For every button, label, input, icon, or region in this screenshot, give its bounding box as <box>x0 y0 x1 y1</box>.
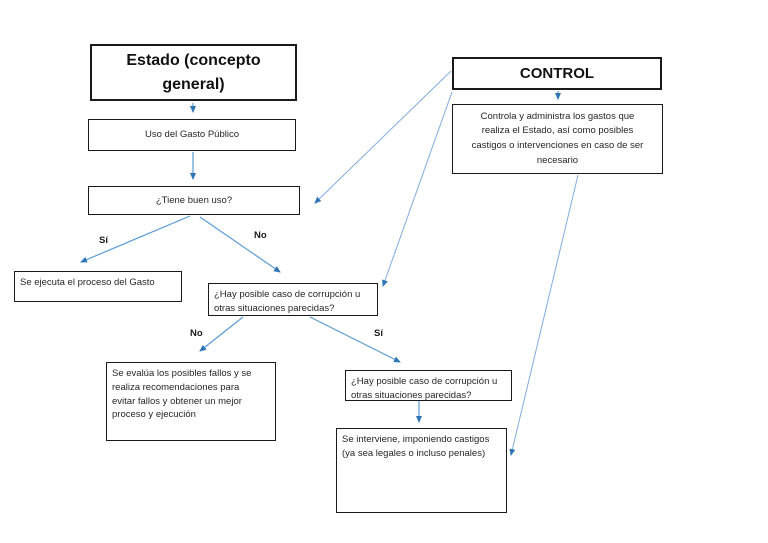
node-ejecuta-proceso: Se ejecuta el proceso del Gasto <box>14 271 182 302</box>
edge-label-si-hay1: Sí <box>374 328 383 339</box>
node-control-title: CONTROL <box>452 57 662 90</box>
node-tiene-buen-uso: ¿Tiene buen uso? <box>88 186 300 215</box>
arrow-control-to-tiene <box>314 70 452 204</box>
arrow-tiene-to-hay1 <box>199 216 281 273</box>
arrow-tiene-to-ejecuta <box>80 215 191 263</box>
arrow-desc-to-interviene <box>509 174 579 456</box>
node-hay-corrupcion-2: ¿Hay posible caso de corrupción u otras … <box>345 370 512 401</box>
edge-label-no-hay1: No <box>190 328 203 339</box>
arrow-hay1-to-evalua <box>199 316 244 352</box>
node-estado-title: Estado (concepto general) <box>90 44 297 101</box>
node-hay-corrupcion-1: ¿Hay posible caso de corrupción u otras … <box>208 283 378 316</box>
node-interviene-castigos: Se interviene, imponiendo castigos (ya s… <box>336 428 507 513</box>
node-evalua-fallos: Se evalúa los posibles fallos y se reali… <box>106 362 276 441</box>
node-control-description: Controla y administra los gastos que rea… <box>452 104 663 174</box>
arrow-control-to-hay1 <box>382 91 453 287</box>
edge-label-si-tiene: Sí <box>99 235 108 246</box>
arrow-hay1-to-hay2 <box>309 316 401 363</box>
edge-label-no-tiene: No <box>254 230 267 241</box>
node-uso-gasto-publico: Uso del Gasto Público <box>88 119 296 151</box>
